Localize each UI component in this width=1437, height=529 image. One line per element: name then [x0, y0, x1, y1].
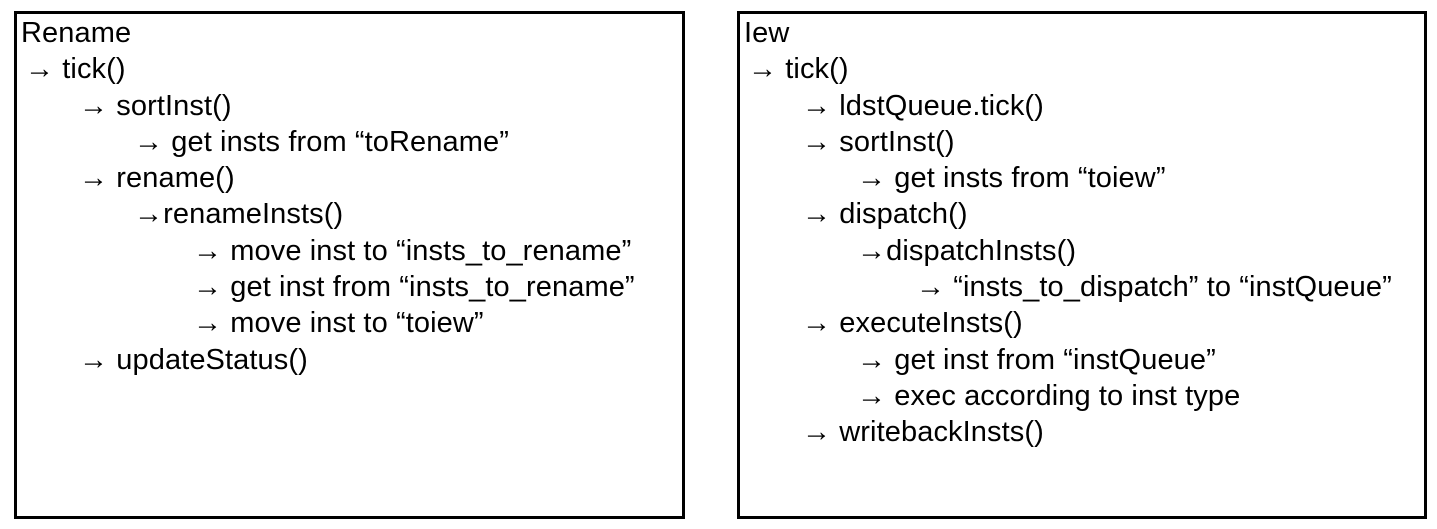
call-tree-line: →dispatchInsts() — [857, 234, 1077, 267]
call-tree-line: → executeInsts() — [802, 307, 1023, 340]
panel-rename-content: Rename → tick()→ sortInst()→ get insts fr… — [17, 15, 682, 378]
call-tree-line: → rename() — [79, 162, 235, 195]
call-tree-line: → dispatch() — [802, 198, 968, 231]
call-tree-line: → get inst from “instQueue” — [857, 343, 1216, 376]
call-tree-line: → get insts from “toiew” — [857, 162, 1166, 195]
call-tree-line: → sortInst() — [802, 125, 955, 158]
panel-title: Iew — [744, 17, 790, 49]
call-tree-line: → exec according to inst type — [857, 379, 1241, 412]
panel-iew: Iew → tick()→ ldstQueue.tick()→ sortInst(… — [737, 11, 1427, 519]
call-tree-line: → tick() — [25, 53, 126, 86]
call-tree-line: → get insts from “toRename” — [134, 125, 509, 158]
call-tree-line: →renameInsts() — [134, 198, 344, 231]
panel-iew-content: Iew → tick()→ ldstQueue.tick()→ sortInst(… — [740, 15, 1424, 451]
call-tree-line: → move inst to “insts_to_rename” — [193, 234, 632, 267]
panel-title: Rename — [21, 17, 132, 49]
call-tree-line: → move inst to “toiew” — [193, 307, 484, 340]
call-tree-line: → writebackInsts() — [802, 416, 1044, 449]
call-tree-line: → ldstQueue.tick() — [802, 89, 1044, 122]
call-tree-line: → tick() — [748, 53, 849, 86]
call-tree-line: → updateStatus() — [79, 343, 308, 376]
panel-rename: Rename → tick()→ sortInst()→ get insts fr… — [14, 11, 685, 519]
call-tree-line: → get inst from “insts_to_rename” — [193, 271, 635, 304]
call-tree-line: → sortInst() — [79, 89, 232, 122]
call-tree-line: → “insts_to_dispatch” to “instQueue” — [916, 271, 1392, 304]
